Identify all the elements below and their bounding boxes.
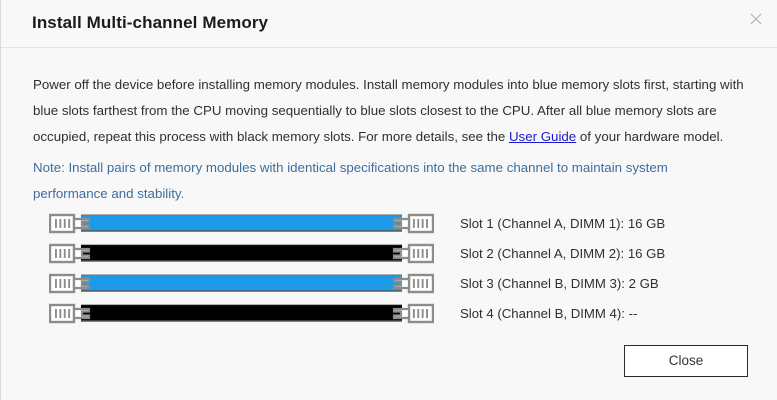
memory-module-graphic <box>49 242 434 265</box>
memory-slot-label: Slot 4 (Channel B, DIMM 4): -- <box>460 306 638 321</box>
dialog-header: Install Multi-channel Memory <box>1 0 777 48</box>
user-guide-link[interactable]: User Guide <box>508 129 577 145</box>
memory-slot-row: Slot 2 (Channel A, DIMM 2): 16 GB <box>1 241 777 271</box>
memory-slot-diagram: Slot 1 (Channel A, DIMM 1): 16 GB Slot 2 … <box>1 211 777 331</box>
memory-module-graphic <box>49 212 434 235</box>
slot-clip-right <box>392 243 434 264</box>
slot-clip-left <box>49 273 91 294</box>
memory-slot-row: Slot 4 (Channel B, DIMM 4): -- <box>1 301 777 331</box>
slot-clip-left <box>49 303 91 324</box>
instructions-text-part1: Power off the device before installing m… <box>33 77 744 145</box>
page-title: Install Multi-channel Memory <box>32 13 269 32</box>
memory-module-graphic <box>49 272 434 295</box>
close-icon[interactable] <box>743 6 769 32</box>
instructions-text-part2: of your hardware model. <box>576 129 724 145</box>
memory-slot-label: Slot 1 (Channel A, DIMM 1): 16 GB <box>460 216 666 231</box>
memory-slot-row: Slot 3 (Channel B, DIMM 3): 2 GB <box>1 271 777 301</box>
slot-clip-right <box>392 273 434 294</box>
slot-clip-left <box>49 243 91 264</box>
slot-clip-right <box>392 303 434 324</box>
memory-module-graphic <box>49 302 434 325</box>
memory-slot-label: Slot 2 (Channel A, DIMM 2): 16 GB <box>460 246 666 261</box>
instructions-paragraph: Power off the device before installing m… <box>33 72 745 150</box>
close-button[interactable]: Close <box>624 345 748 377</box>
slot-clip-left <box>49 213 91 234</box>
slot-clip-right <box>392 213 434 234</box>
memory-slot-row: Slot 1 (Channel A, DIMM 1): 16 GB <box>1 211 777 241</box>
note-text: Note: Install pairs of memory modules wi… <box>33 160 668 202</box>
memory-slot-label: Slot 3 (Channel B, DIMM 3): 2 GB <box>460 276 659 291</box>
dialog-footer: Close <box>1 345 777 400</box>
